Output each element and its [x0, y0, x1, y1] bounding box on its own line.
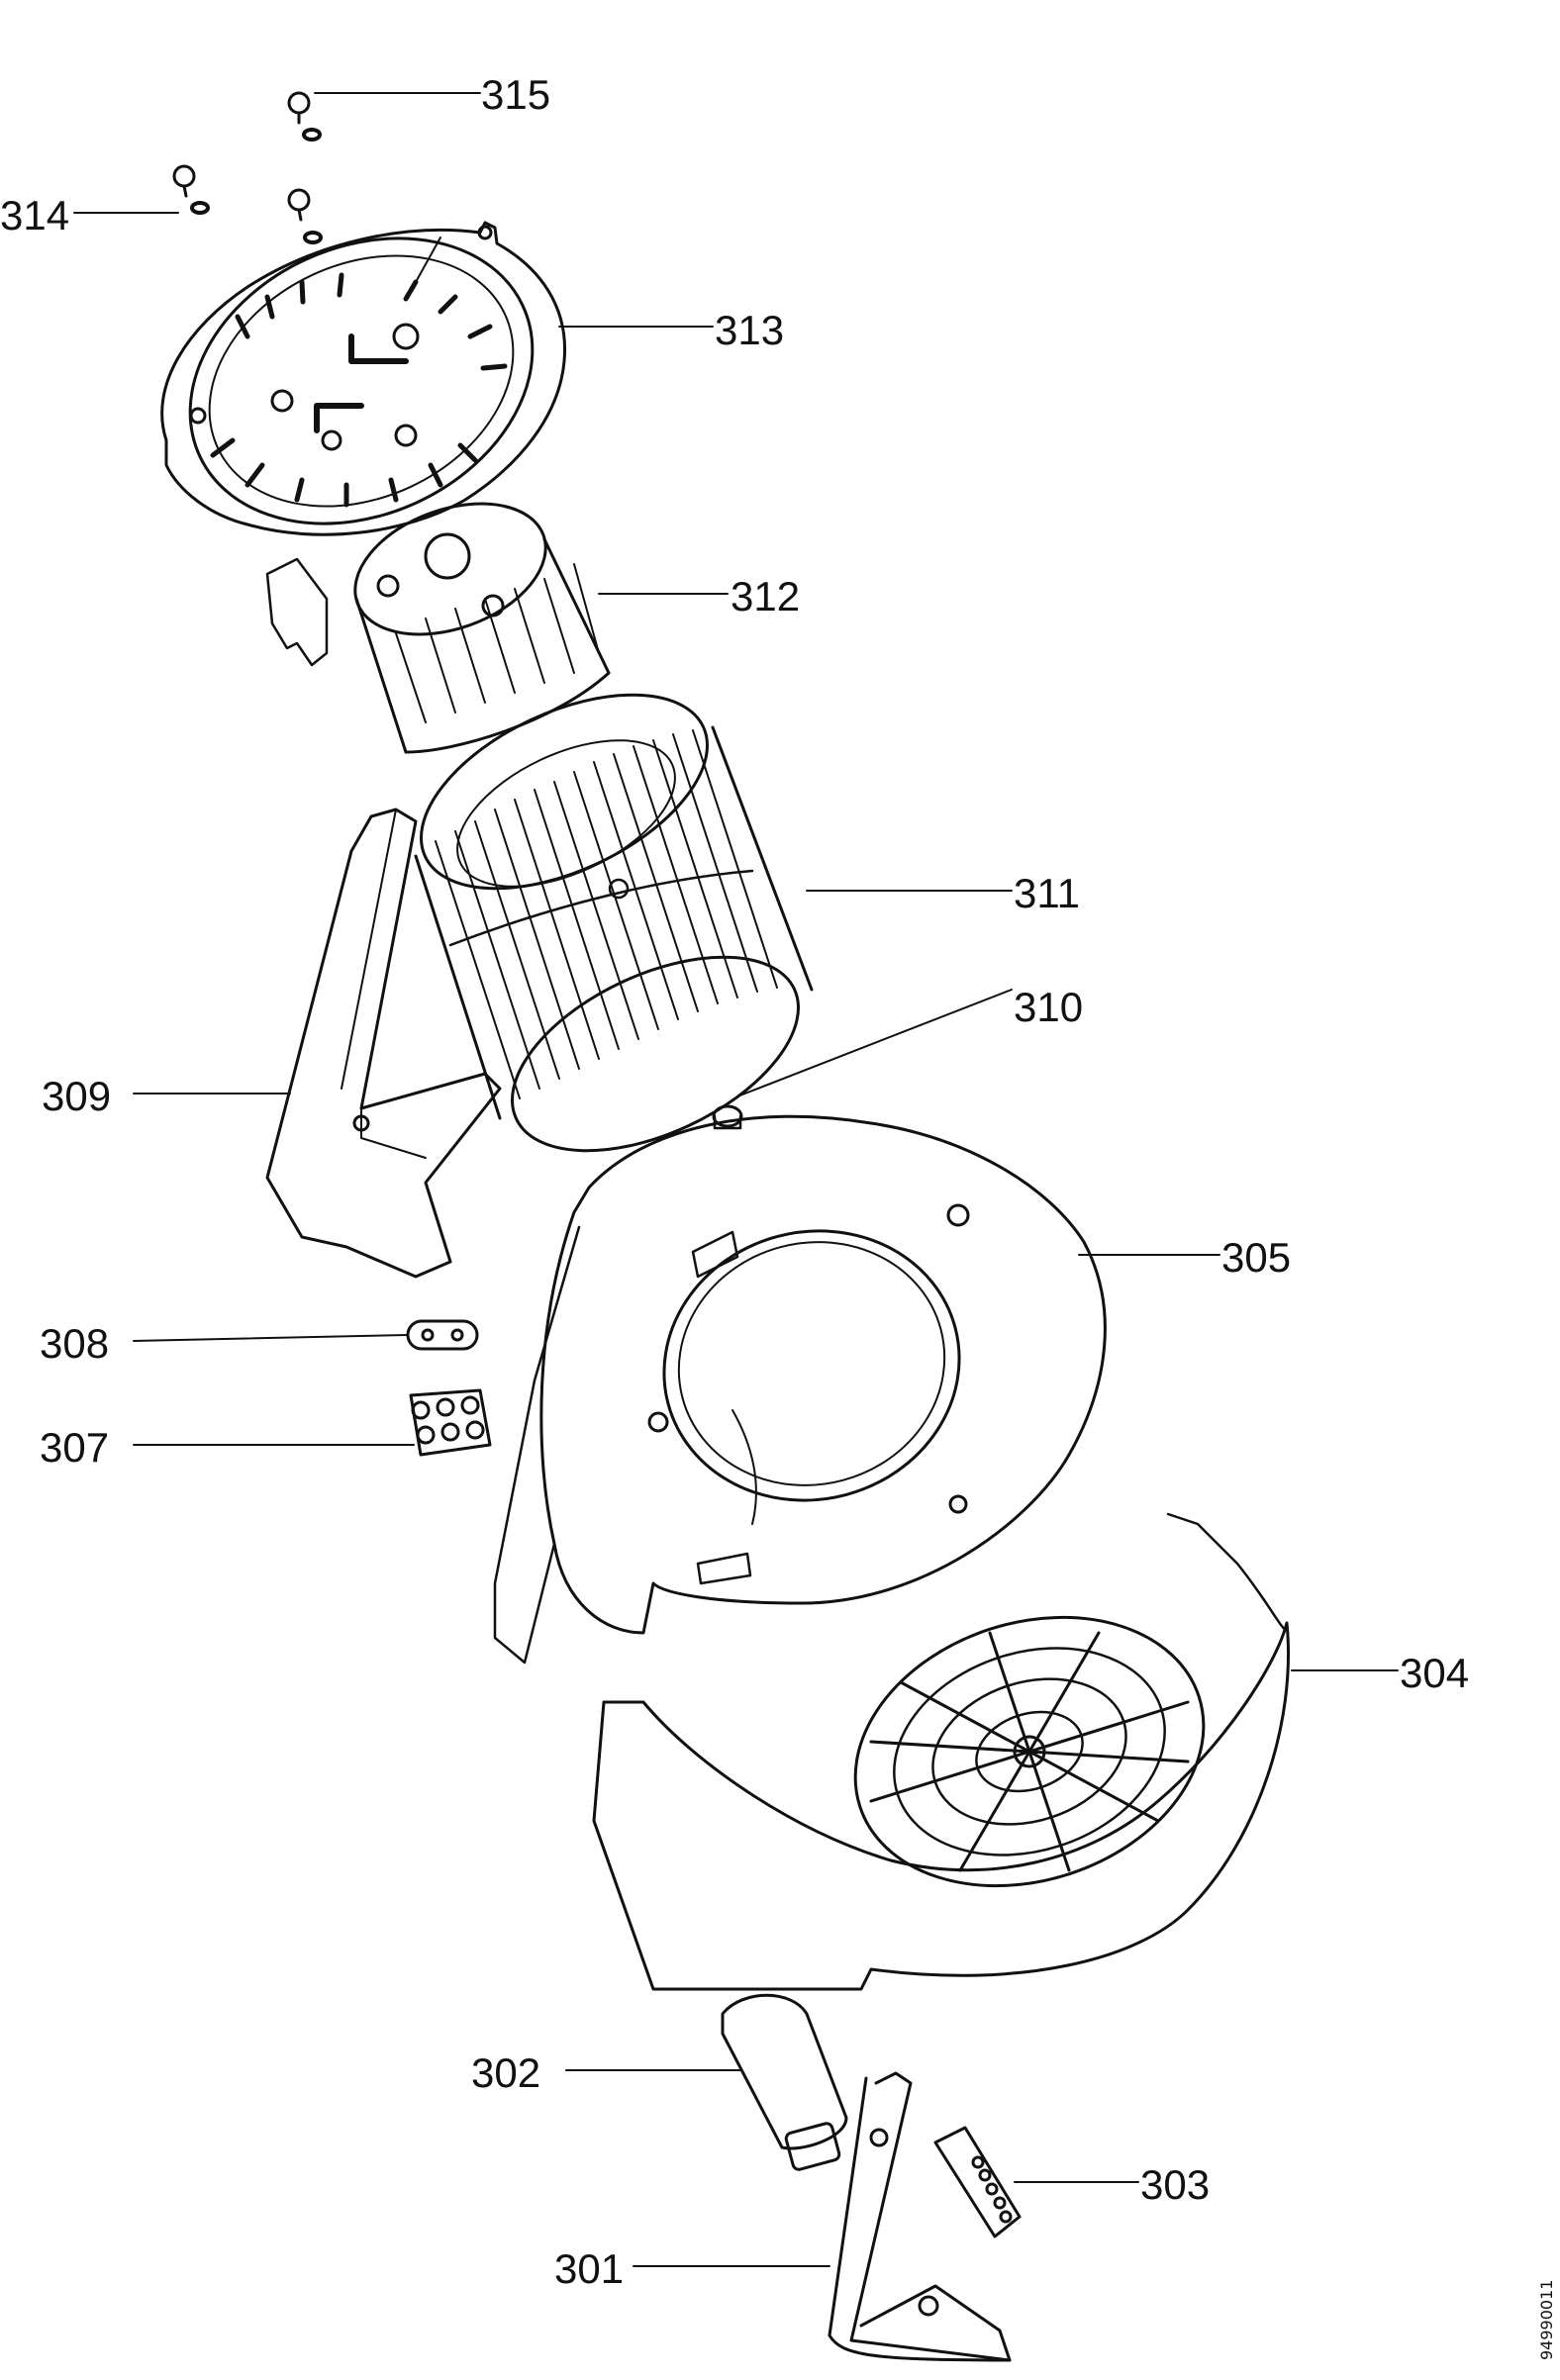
bracket-309 — [265, 808, 502, 1279]
callout-301: 301 — [554, 2245, 624, 2292]
motor-mount-plate-313 — [160, 221, 567, 536]
callout-305: 305 — [1221, 1234, 1291, 1281]
motor-312 — [265, 502, 611, 754]
blower-wheel-311 — [414, 693, 814, 1153]
terminal-block-307 — [409, 1388, 492, 1457]
seal-308 — [406, 1319, 479, 1351]
callout-303: 303 — [1140, 2161, 1210, 2208]
callout-311: 311 — [1014, 870, 1080, 916]
document-code: 94990011 — [1537, 2280, 1556, 2360]
callout-302: 302 — [471, 2049, 540, 2096]
housing-305 — [493, 1114, 1107, 1665]
capacitor-302 — [721, 1993, 848, 2171]
callout-304: 304 — [1400, 1650, 1469, 1696]
screw-313-mount — [287, 188, 323, 244]
callout-309: 309 — [42, 1073, 111, 1119]
callout-314: 314 — [0, 192, 69, 238]
screw-315 — [287, 91, 322, 142]
housing-304 — [592, 1512, 1291, 1991]
leader-lines — [73, 92, 1399, 2267]
callout-313: 313 — [715, 307, 784, 353]
callout-307: 307 — [40, 1424, 109, 1471]
callout-310: 310 — [1014, 984, 1083, 1030]
callout-315: 315 — [481, 71, 550, 118]
callout-312: 312 — [731, 573, 800, 619]
screw-314 — [172, 164, 210, 215]
terminal-strip-303 — [933, 2126, 1022, 2238]
nut-310 — [712, 1104, 743, 1130]
bracket-301 — [828, 2071, 1012, 2362]
callout-308: 308 — [40, 1320, 109, 1367]
callout-labels: 315 314 313 312 311 310 309 305 308 307 … — [0, 71, 1469, 2292]
